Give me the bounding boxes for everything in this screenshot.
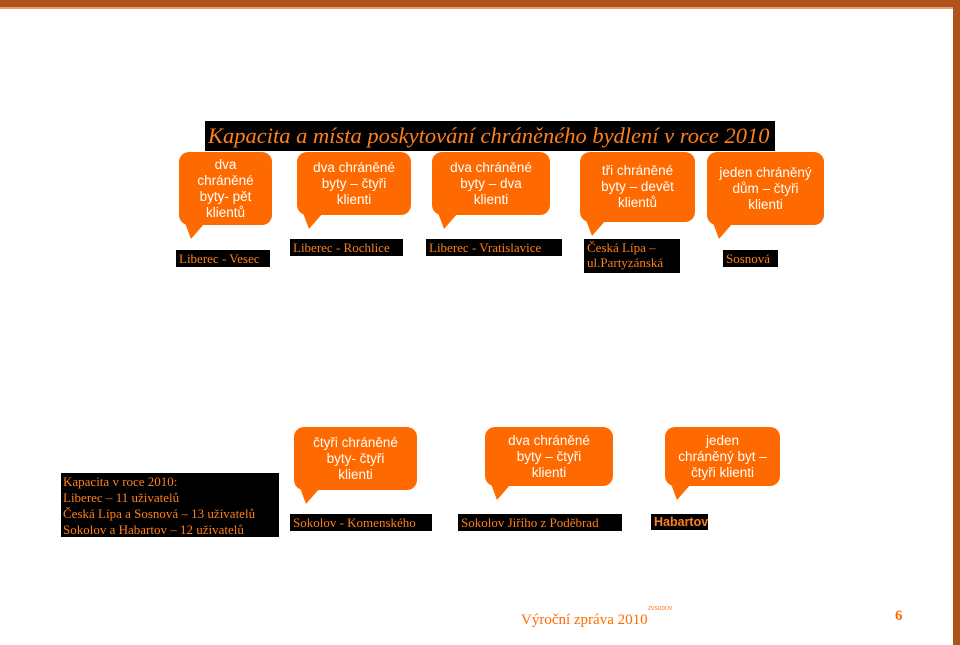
bubble-text: jeden chráněný byt – čtyři klienti bbox=[678, 432, 767, 480]
page-title: Kapacita a místa poskytování chráněného … bbox=[205, 121, 775, 151]
place-label-habartov: Habartov bbox=[651, 514, 708, 530]
capacity-summary: Kapacita v roce 2010: Liberec – 11 uživa… bbox=[61, 473, 279, 537]
capacity-bubble-liberec-vratislavice: dva chráněné byty – dva klienti bbox=[432, 152, 550, 229]
summary-line: Sokolov a Habartov – 12 uživatelů bbox=[63, 522, 244, 537]
capacity-bubble-sosnova: jeden chráněný dům – čtyři klienti bbox=[707, 152, 824, 239]
page-frame-top bbox=[0, 0, 960, 7]
bubble-text: dva chráněné byty- pět klientů bbox=[197, 156, 254, 220]
capacity-bubble-sokolov-komenskeho: čtyři chráněné byty- čtyři klienti bbox=[294, 427, 417, 504]
page-number: 6 bbox=[895, 608, 903, 624]
bubble-text: dva chráněné byty – čtyři klienti bbox=[508, 432, 590, 480]
capacity-bubble-sokolov-jiriho: dva chráněné byty – čtyři klienti bbox=[485, 427, 613, 500]
capacity-bubble-liberec-rochlice: dva chráněné byty – čtyři klienti bbox=[297, 152, 411, 229]
summary-line: Česká Lípa a Sosnová – 13 uživatelů bbox=[63, 506, 256, 521]
footer-logo-text: ZVSUDOV bbox=[648, 606, 673, 612]
place-label-ceska-lipa: Česká Lípa – ul.Partyzánská bbox=[584, 239, 680, 273]
place-label-liberec-vratislavice: Liberec - Vratislavice bbox=[426, 239, 562, 256]
summary-line: Liberec – 11 uživatelů bbox=[63, 490, 180, 505]
bubble-text: dva chráněné byty – dva klienti bbox=[450, 159, 532, 207]
bubble-text: jeden chráněný dům – čtyři klienti bbox=[719, 164, 812, 212]
capacity-bubble-liberec-vesec: dva chráněné byty- pět klientů bbox=[179, 152, 272, 239]
capacity-bubble-habartov: jeden chráněný byt – čtyři klienti bbox=[665, 427, 780, 500]
place-label-sokolov-jiriho: Sokolov Jiřího z Poděbrad bbox=[458, 514, 622, 531]
bubble-text: dva chráněné byty – čtyři klienti bbox=[313, 159, 395, 207]
bubble-text: čtyři chráněné byty- čtyři klienti bbox=[313, 434, 398, 482]
page-frame-right bbox=[953, 0, 960, 645]
place-label-sokolov-komenskeho: Sokolov - Komenského bbox=[290, 514, 432, 531]
bubble-text: tři chráněné byty – devět klientů bbox=[601, 163, 674, 210]
place-label-liberec-rochlice: Liberec - Rochlice bbox=[290, 239, 403, 256]
place-label-liberec-vesec: Liberec - Vesec bbox=[176, 250, 270, 267]
place-label-sosnova: Sosnová bbox=[723, 250, 778, 267]
page-frame-top-inner bbox=[0, 7, 953, 9]
summary-heading: Kapacita v roce 2010: bbox=[63, 474, 178, 489]
capacity-bubble-ceska-lipa: tři chráněné byty – devět klientů bbox=[580, 152, 695, 236]
footer-title: Výroční zpráva 2010 bbox=[521, 612, 648, 628]
